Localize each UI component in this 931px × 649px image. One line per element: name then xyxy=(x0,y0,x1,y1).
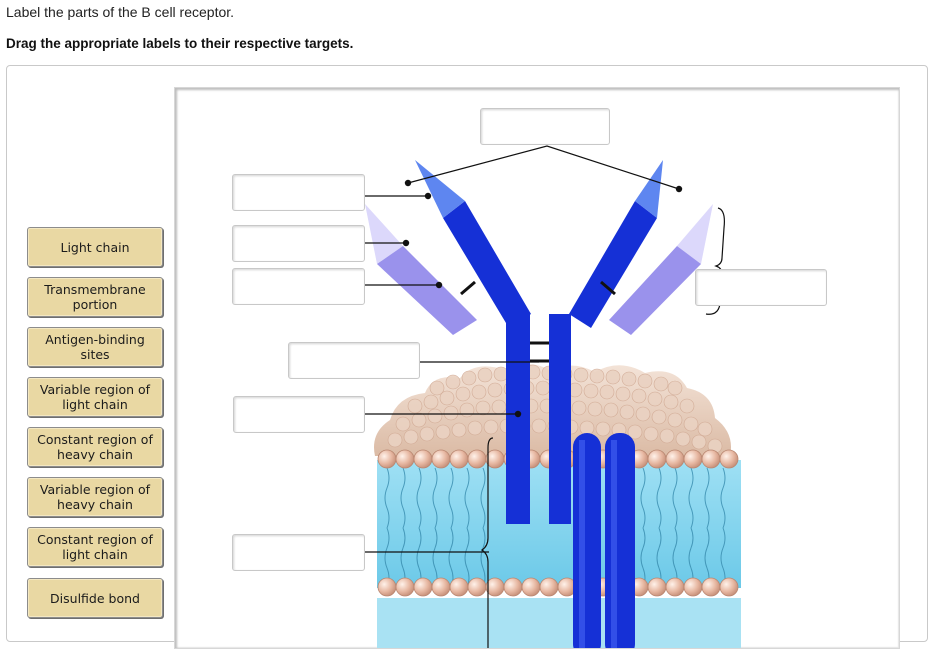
label-disulfide-bond[interactable]: Disulfide bond xyxy=(27,578,163,618)
label-antigen-binding-sites[interactable]: Antigen-binding sites xyxy=(27,327,163,367)
question-title: Label the parts of the B cell receptor. xyxy=(6,4,235,20)
label-constant-region-light-chain[interactable]: Constant region of light chain xyxy=(27,527,163,567)
drop-target-heavy-constant[interactable] xyxy=(233,396,365,433)
leader-lines xyxy=(365,145,725,648)
label-transmembrane-portion[interactable]: Transmembrane portion xyxy=(27,277,163,317)
drop-target-light-chain[interactable] xyxy=(695,269,827,306)
leader-dots xyxy=(402,179,683,418)
receptor-diagram xyxy=(365,145,741,648)
label-variable-region-light-chain[interactable]: Variable region of light chain xyxy=(27,377,163,417)
label-constant-region-heavy-chain[interactable]: Constant region of heavy chain xyxy=(27,427,163,467)
label-light-chain[interactable]: Light chain xyxy=(27,227,163,267)
b-cell-receptor-figure xyxy=(174,87,900,649)
drop-target-disulfide-bond[interactable] xyxy=(288,342,420,379)
drop-target-heavy-variable[interactable] xyxy=(232,174,365,211)
light-chains xyxy=(365,204,713,335)
drop-target-light-constant[interactable] xyxy=(232,268,365,305)
label-variable-region-heavy-chain[interactable]: Variable region of heavy chain xyxy=(27,477,163,517)
drop-target-light-variable[interactable] xyxy=(232,225,365,262)
drop-target-antigen-sites[interactable] xyxy=(480,108,610,145)
cytoplasm-band xyxy=(377,598,741,648)
question-instruction: Drag the appropriate labels to their res… xyxy=(6,36,354,51)
disulfide-bonds xyxy=(460,280,616,363)
drop-target-transmembrane[interactable] xyxy=(232,534,365,571)
heavy-chains xyxy=(415,160,663,648)
